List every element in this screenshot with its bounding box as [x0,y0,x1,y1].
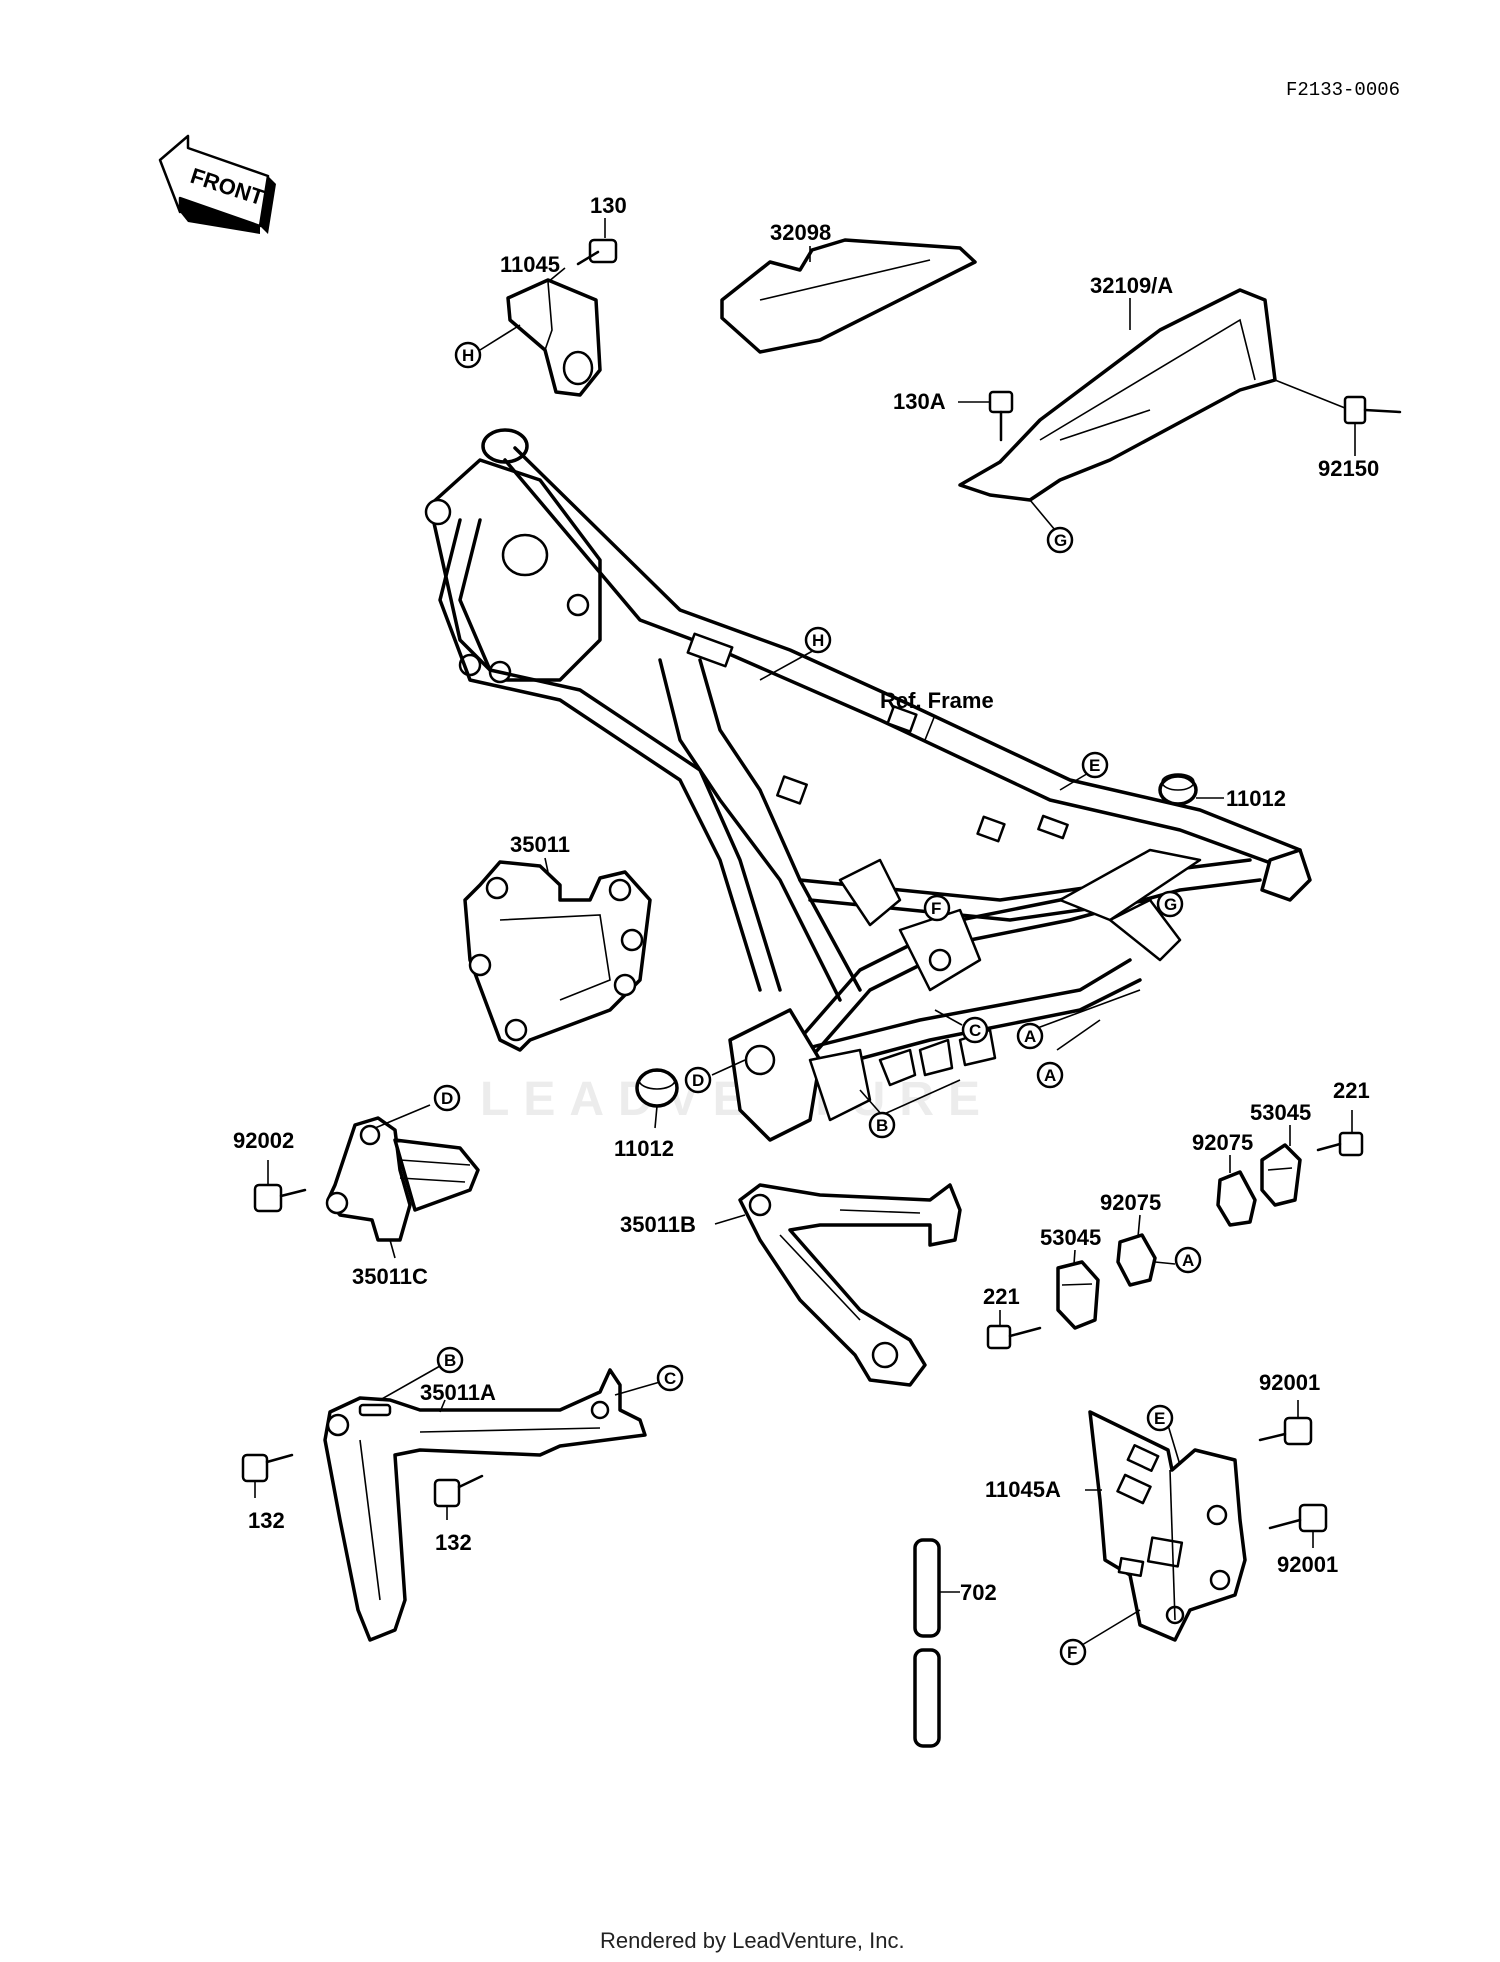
grommet-11012-right [1158,773,1198,806]
callout-G-frame [1156,890,1184,918]
label-130A: 130A [893,389,946,414]
label-32098: 32098 [770,220,831,245]
bolt-92001-top [1258,1416,1313,1446]
svg-text:H: H [812,631,824,650]
label-92001-top: 92001 [1259,1370,1320,1395]
collar-702 [913,1538,941,1748]
svg-text:H: H [462,346,474,365]
bolt-92002 [253,1183,307,1213]
footer-text: Rendered by LeadVenture, Inc. [600,1928,905,1953]
callout-B-left [436,1346,464,1374]
callout-A-frame2 [1036,1061,1064,1089]
bolt-221-left [986,1324,1042,1350]
callout-F-plate [1059,1638,1087,1666]
svg-text:C: C [969,1021,981,1040]
label-53045-right: 53045 [1250,1100,1311,1125]
label-221-right: 221 [1333,1078,1370,1103]
callout-D-left [433,1084,461,1112]
callout-H-top [454,341,482,369]
label-92001-bottom: 92001 [1277,1552,1338,1577]
label-132-right: 132 [435,1530,472,1555]
label-92075-left: 92075 [1100,1190,1161,1215]
label-53045-left: 53045 [1040,1225,1101,1250]
svg-text:F: F [1067,1643,1077,1662]
svg-text:B: B [876,1116,888,1135]
label-ref-frame: Ref. Frame [880,688,994,713]
label-92075-right: 92075 [1192,1130,1253,1155]
bolt-130 [576,238,618,266]
pad-92075-right [1216,1170,1257,1227]
callout-E-plate [1146,1404,1174,1432]
label-11045A: 11045A [985,1477,1061,1502]
label-11012-bottom: 11012 [614,1136,674,1161]
svg-text:A: A [1182,1251,1194,1270]
part-32109A-guard [958,288,1277,502]
svg-text:G: G [1164,895,1177,914]
svg-text:D: D [441,1089,453,1108]
label-35011C: 35011C [352,1264,428,1289]
main-frame [424,428,1312,1142]
clamp-53045-right [1260,1143,1302,1207]
label-132-left: 132 [248,1508,285,1533]
bolt-132-right [433,1474,484,1508]
bolt-130A [988,390,1014,442]
svg-text:B: B [444,1351,456,1370]
label-35011A: 35011A [420,1380,496,1405]
callout-F-frame [923,894,951,922]
part-35011C-plate [325,1116,480,1242]
part-35011A-bracket [323,1368,647,1642]
label-92002: 92002 [233,1128,294,1153]
part-11045-bracket [506,278,602,397]
part-35011B-bracket [738,1183,962,1387]
callout-A-frame1 [1016,1022,1044,1050]
svg-text:F: F [931,899,941,918]
bolt-92001-bottom [1268,1503,1328,1533]
callout-D-frame [684,1066,712,1094]
svg-text:E: E [1154,1409,1165,1428]
callout-E-frame [1081,751,1109,779]
part-35011-bracket [463,860,652,1052]
callout-H-frame [804,626,832,654]
front-arrow-icon: FRONT [158,134,276,234]
label-130: 130 [590,193,627,218]
bolt-221-right [1316,1131,1364,1157]
svg-text:G: G [1054,531,1067,550]
part-32098-cover [720,238,977,354]
clamp-53045-left [1056,1260,1100,1330]
callout-B-frame [868,1111,896,1139]
callout-A-right [1174,1246,1202,1274]
svg-text:A: A [1044,1066,1056,1085]
callout-G-top [1046,526,1074,554]
svg-text:C: C [664,1369,676,1388]
part-11045A-plate [1088,1410,1247,1642]
label-32109A: 32109/A [1090,273,1173,298]
label-11012-right: 11012 [1226,786,1286,811]
svg-text:E: E [1089,756,1100,775]
callout-C-frame [961,1016,989,1044]
diagram-id: F2133-0006 [1286,79,1400,101]
label-35011: 35011 [510,832,570,857]
grommet-11012-bottom [635,1068,679,1108]
label-702: 702 [960,1580,997,1605]
label-92150: 92150 [1318,456,1379,481]
label-11045: 11045 [500,252,560,277]
svg-text:A: A [1024,1027,1036,1046]
label-35011B: 35011B [620,1212,696,1237]
callout-C-left [656,1364,684,1392]
pad-92075-left [1116,1233,1157,1287]
bolt-132-left [241,1453,294,1483]
label-221-left: 221 [983,1284,1020,1309]
bolt-92150 [1343,395,1402,425]
svg-text:D: D [692,1071,704,1090]
